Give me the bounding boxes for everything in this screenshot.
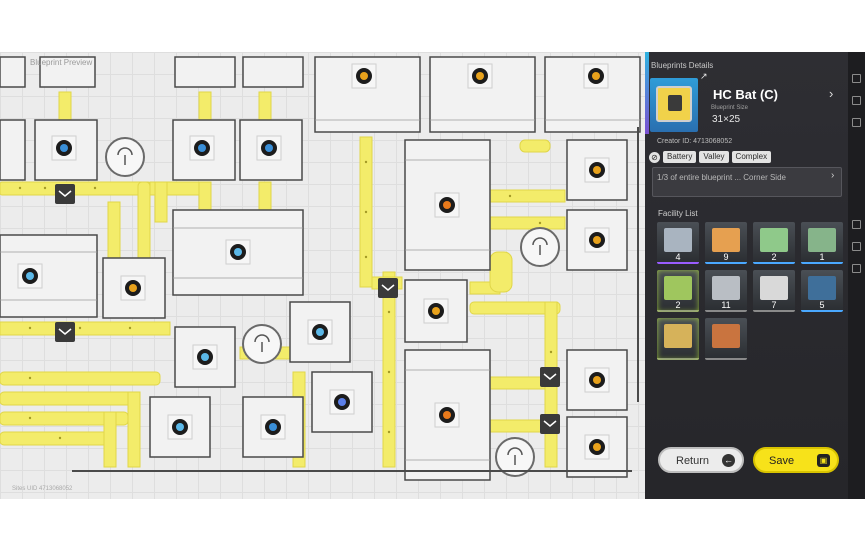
return-button[interactable]: Return ← (658, 447, 744, 473)
chevron-right-icon[interactable]: › (829, 86, 834, 101)
facility-tile[interactable] (657, 318, 699, 360)
blueprint-name: HC Bat (C) (713, 87, 778, 102)
save-disk-icon: ▣ (817, 454, 830, 467)
blueprint-description[interactable]: 1/3 of entire blueprint ... Corner Side (652, 167, 842, 197)
facility-rarity-bar (705, 310, 747, 312)
panel-accent-strip (645, 52, 649, 134)
facility-rarity-bar (705, 262, 747, 264)
facility-art-icon (808, 228, 836, 252)
facility-count: 9 (723, 252, 729, 262)
return-button-label: Return (676, 455, 710, 467)
map-vertical-scrollbar[interactable] (637, 127, 639, 402)
rail-icon-2[interactable] (852, 96, 861, 105)
rail-icon-4[interactable] (852, 220, 861, 229)
facility-tile[interactable] (705, 318, 747, 360)
facility-rarity-bar (801, 262, 843, 264)
facility-count: 1 (819, 252, 825, 262)
facility-art-icon (712, 276, 740, 300)
blueprint-thumbnail-art (656, 86, 692, 122)
tag-valley: Valley (699, 151, 729, 163)
facility-count: 11 (721, 300, 731, 310)
facility-count: 7 (771, 300, 777, 310)
facility-art-icon (664, 276, 692, 300)
facility-rarity-bar (753, 310, 795, 312)
blueprint-thumbnail (650, 78, 698, 132)
facility-tile[interactable]: 5 (801, 270, 843, 312)
facility-art-icon (664, 228, 692, 252)
facility-tile[interactable]: 7 (753, 270, 795, 312)
relay-tower-glyphs (117, 147, 548, 465)
facility-art-icon (760, 276, 788, 300)
facility-count: 4 (675, 252, 681, 262)
facility-count: 5 (819, 300, 825, 310)
facility-art-icon (664, 324, 692, 348)
facility-tile[interactable]: 4 (657, 222, 699, 264)
facility-rarity-bar (753, 262, 795, 264)
game-window: Blueprint Preview Sites UID 4713068052 B… (0, 52, 865, 499)
facility-art-icon (808, 276, 836, 300)
tag-list: ⊘ Battery Valley Complex (649, 151, 772, 163)
belt-junctions (55, 184, 560, 434)
facility-art-icon (712, 324, 740, 348)
junction-chevrons (58, 190, 557, 427)
facility-rarity-bar (801, 310, 843, 312)
rail-icon-1[interactable] (852, 74, 861, 83)
facility-rarity-bar (705, 358, 747, 360)
edit-icon[interactable]: ↗ (700, 71, 708, 81)
blueprint-preview-map[interactable]: Blueprint Preview Sites UID 4713068052 (0, 52, 645, 499)
frame-cells (0, 119, 640, 461)
facility-tile[interactable]: 2 (657, 270, 699, 312)
blueprint-size-label: Blueprint Size (711, 105, 749, 111)
panel-section-label: Blueprints Details (651, 61, 714, 70)
facility-rarity-bar (657, 262, 699, 264)
tag-battery: Battery (663, 151, 697, 163)
rail-icon-6[interactable] (852, 264, 861, 273)
facility-art-icon (760, 228, 788, 252)
facility-tile[interactable]: 2 (753, 222, 795, 264)
rail-icon-3[interactable] (852, 118, 861, 127)
map-horizontal-scrollbar[interactable] (72, 470, 632, 472)
map-footer-uid: Sites UID 4713068052 (12, 486, 73, 492)
facility-tile[interactable]: 11 (705, 270, 747, 312)
tag-icon: ⊘ (649, 152, 660, 163)
facility-rarity-bar (657, 310, 699, 312)
machine-icons (17, 63, 610, 460)
right-icon-rail (848, 52, 865, 499)
facility-count: 2 (675, 300, 681, 310)
belt-direction-marks (18, 160, 553, 440)
facility-count: 2 (771, 252, 777, 262)
facility-tile[interactable]: 1 (801, 222, 843, 264)
map-canvas (0, 56, 641, 481)
facility-rarity-bar (657, 358, 699, 360)
save-button-label: Save (769, 455, 795, 467)
facility-art-icon (712, 228, 740, 252)
facility-list-label: Facility List (658, 209, 698, 218)
map-title: Blueprint Preview (30, 58, 93, 67)
description-chevron-icon[interactable]: › (831, 170, 835, 181)
blueprint-size-value: 31×25 (712, 114, 741, 125)
facility-tile[interactable]: 9 (705, 222, 747, 264)
blueprint-details-panel: Blueprints Details ↗ HC Bat (C) › Bluepr… (645, 52, 865, 499)
creator-id: Creator ID: 4713068052 (657, 138, 733, 145)
rail-icon-5[interactable] (852, 242, 861, 251)
back-arrow-icon: ← (722, 454, 735, 467)
save-button[interactable]: Save ▣ (753, 447, 839, 473)
tag-complex: Complex (731, 151, 772, 163)
